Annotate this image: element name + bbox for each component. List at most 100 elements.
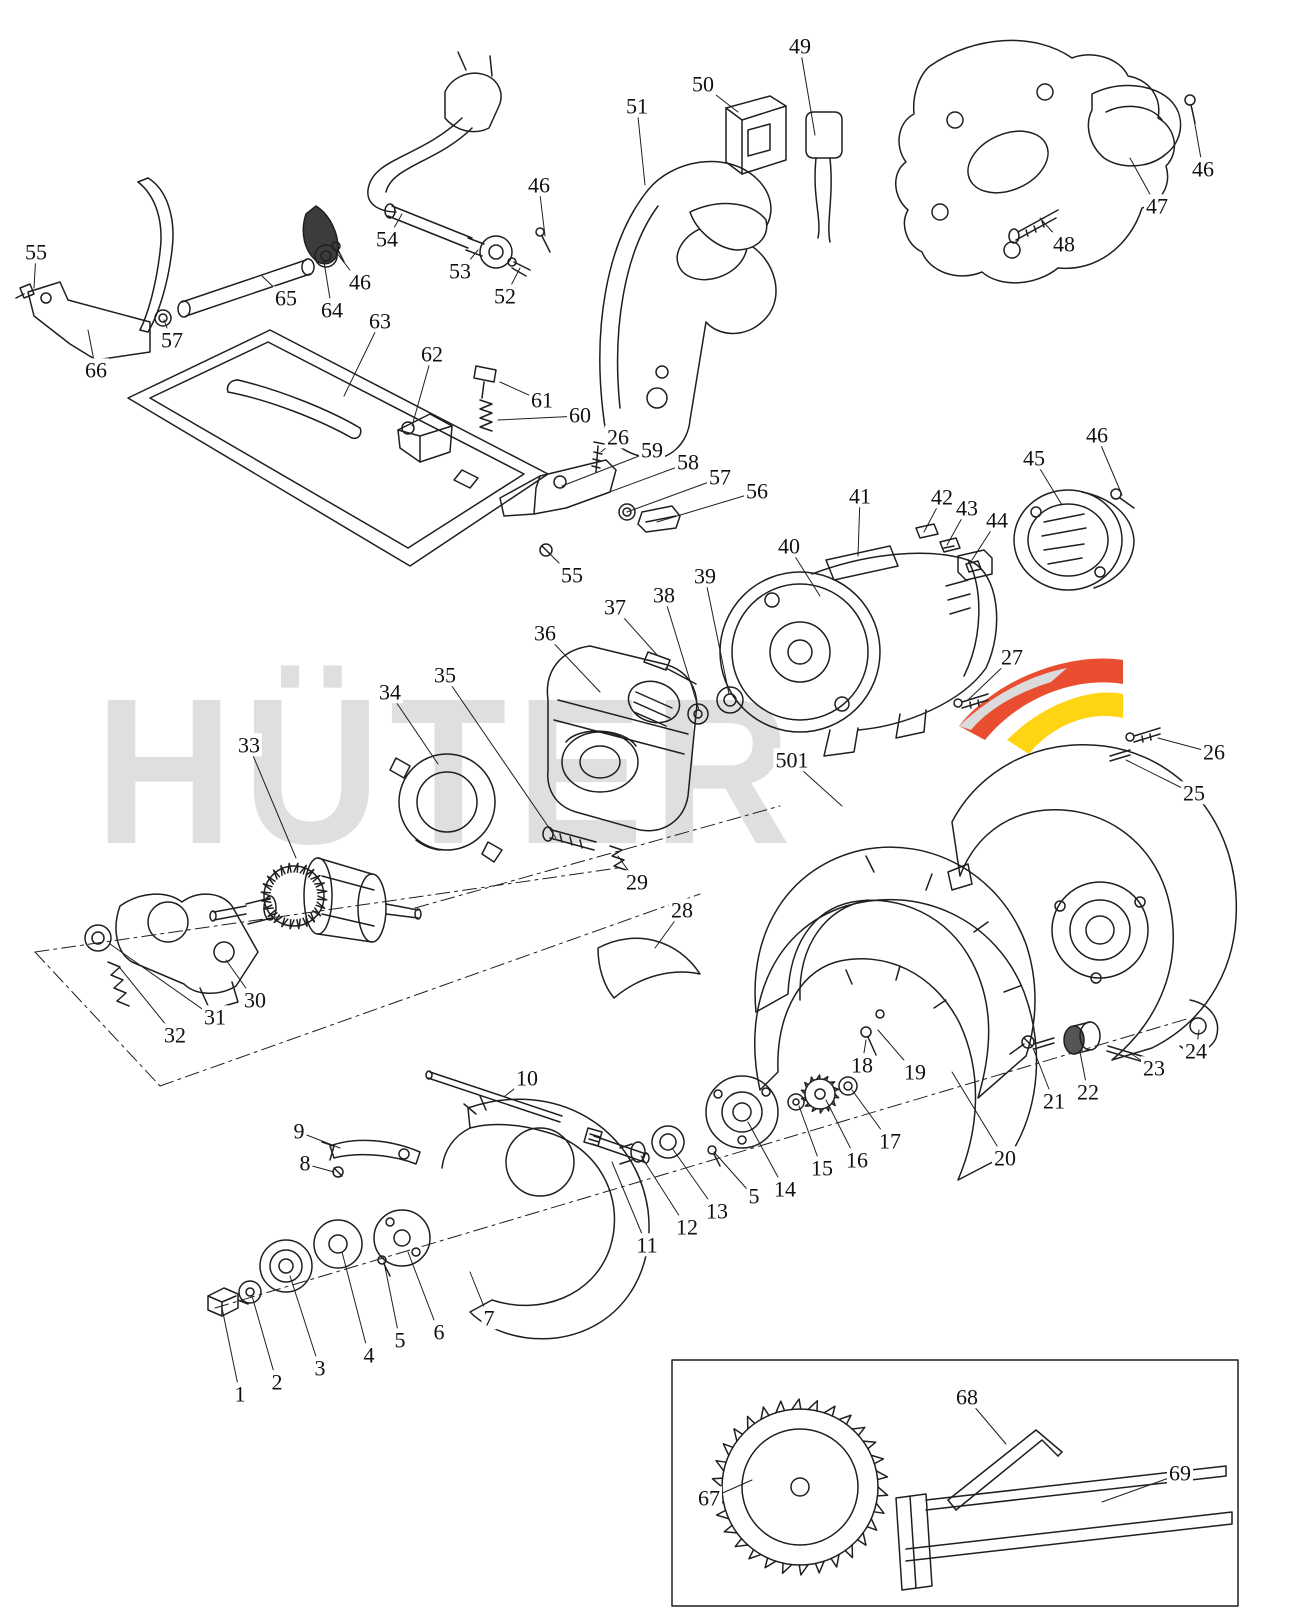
callout-9: 9 [291, 1118, 307, 1144]
callout-13: 13 [704, 1198, 730, 1224]
tooth [828, 1081, 836, 1086]
callout-21: 21 [1041, 1088, 1067, 1114]
callout-46: 46 [526, 172, 552, 198]
callout-37: 37 [602, 594, 628, 620]
callout-54: 54 [374, 226, 400, 252]
callout-5: 5 [746, 1183, 762, 1209]
small-fasteners-drawing [860, 1009, 1149, 1064]
switch-drawing [725, 95, 787, 175]
leader-line-31 [109, 943, 216, 1019]
callout-60: 60 [567, 402, 593, 428]
callout-47: 47 [1144, 193, 1170, 219]
baffle-ring-drawing [389, 753, 503, 863]
tooth [272, 869, 281, 880]
huter-logo-swoosh [955, 648, 1125, 783]
handle-rod-drawing [384, 203, 551, 277]
leader-line-1 [221, 1307, 241, 1396]
callout-46: 46 [347, 269, 373, 295]
leader-line-6 [407, 1251, 440, 1334]
tooth [293, 862, 299, 873]
callout-42: 42 [929, 484, 955, 510]
tooth [299, 864, 307, 875]
tooth [807, 1399, 819, 1412]
tooth [873, 1502, 885, 1515]
tooth [267, 909, 278, 918]
callout-4: 4 [361, 1342, 377, 1368]
callout-10: 10 [514, 1065, 540, 1091]
tooth [811, 1106, 818, 1113]
callout-57: 57 [707, 464, 733, 490]
callout-12: 12 [674, 1214, 700, 1240]
callout-7: 7 [481, 1305, 497, 1331]
leader-line-49 [799, 46, 816, 136]
callout-41: 41 [847, 483, 873, 509]
tooth [800, 1089, 807, 1095]
leader-line-59 [561, 450, 653, 487]
callout-1: 1 [232, 1381, 248, 1407]
callout-32: 32 [162, 1022, 188, 1048]
tooth [281, 917, 289, 928]
callout-58: 58 [675, 449, 701, 475]
callout-61: 61 [529, 387, 555, 413]
tooth [781, 1562, 793, 1575]
callout-26: 26 [1201, 739, 1227, 765]
callout-30: 30 [242, 987, 268, 1013]
tooth [314, 882, 326, 888]
tooth [310, 874, 321, 883]
callout-35: 35 [432, 662, 458, 688]
tooth [722, 1443, 734, 1457]
tooth [804, 1102, 812, 1107]
callout-68: 68 [954, 1384, 980, 1410]
leader-line-56 [656, 491, 758, 523]
callout-5: 5 [392, 1327, 408, 1353]
gear-housing-drawing [947, 744, 1238, 1061]
callout-39: 39 [692, 563, 718, 589]
tooth [764, 1557, 777, 1569]
callout-28: 28 [669, 897, 695, 923]
tooth [804, 1081, 809, 1089]
callout-46: 46 [1084, 422, 1110, 448]
tooth [711, 1477, 724, 1488]
callout-25: 25 [1181, 780, 1207, 806]
tooth [260, 891, 271, 897]
leader-line-4 [341, 1251, 370, 1357]
hex-key-drawing [947, 1429, 1063, 1511]
callout-55: 55 [23, 239, 49, 265]
leader-line-58 [587, 462, 689, 501]
callout-2: 2 [269, 1369, 285, 1395]
tooth [715, 1459, 727, 1472]
leader-line-57 [626, 477, 721, 513]
callout-8: 8 [297, 1150, 313, 1176]
logo-yellow-swoosh [1007, 692, 1123, 754]
leader-line-2 [251, 1295, 278, 1384]
callout-18: 18 [849, 1052, 875, 1078]
callout-15: 15 [809, 1155, 835, 1181]
tooth [798, 1563, 809, 1576]
leader-line-63 [343, 321, 381, 397]
callout-27: 27 [999, 644, 1025, 670]
callout-36: 36 [532, 620, 558, 646]
tooth [715, 1509, 730, 1520]
tooth [791, 1398, 802, 1411]
callout-17: 17 [877, 1128, 903, 1154]
callout-65: 65 [273, 285, 299, 311]
callout-64: 64 [319, 297, 345, 323]
leader-lines [33, 46, 1215, 1503]
tooth [748, 1548, 762, 1560]
tooth [838, 1414, 852, 1426]
tooth [823, 1405, 836, 1417]
tooth [832, 1086, 840, 1092]
callout-48: 48 [1051, 231, 1077, 257]
tooth [733, 1428, 744, 1442]
callout-31: 31 [202, 1004, 228, 1030]
callout-63: 63 [367, 308, 393, 334]
leader-line-62 [411, 354, 433, 427]
tooth [746, 1415, 756, 1430]
callout-29: 29 [624, 869, 650, 895]
tooth [862, 1440, 877, 1450]
tooth [833, 1093, 840, 1099]
depth-screw-drawing [473, 365, 605, 473]
tooth [287, 862, 292, 874]
tooth [866, 1517, 878, 1531]
